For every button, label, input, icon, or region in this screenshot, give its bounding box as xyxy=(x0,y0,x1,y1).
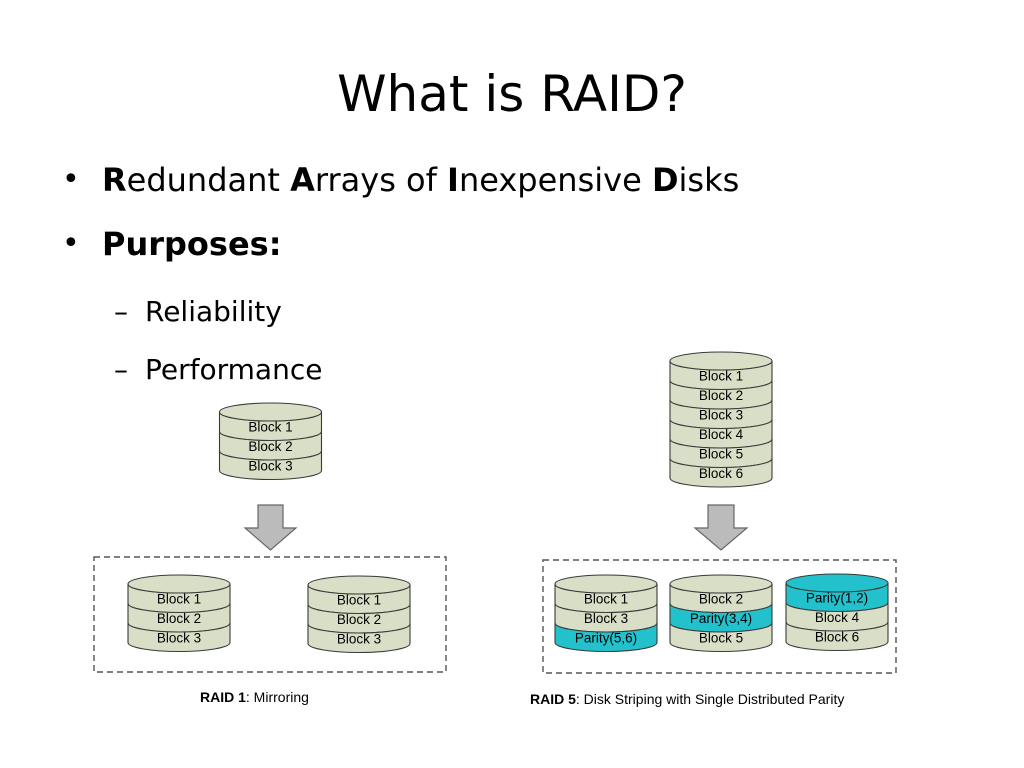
disk-block-label: Parity(1,2) xyxy=(806,590,868,605)
purposes-sublist: – Reliability – Performance xyxy=(60,294,322,410)
raid5-stripe-disk-1: Block 1 Block 3 Parity(5,6) xyxy=(554,574,658,653)
acronym-word-inexpensive: nexpensive xyxy=(458,161,652,199)
block-segment xyxy=(218,450,323,481)
bullet-list: • Redundant Arrays of Inexpensive Disks … xyxy=(60,160,739,278)
bullet-dot-icon: • xyxy=(62,226,80,261)
acronym-word-redundant: edundant xyxy=(126,161,291,199)
block-segment xyxy=(785,621,889,652)
purposes-heading: Purposes: xyxy=(102,225,282,263)
disk-block-label: Block 3 xyxy=(699,407,743,422)
disk-block-label: Block 1 xyxy=(157,591,201,606)
raid1-group-box xyxy=(93,556,447,673)
block-segment xyxy=(127,622,231,653)
disk-block-label: Block 6 xyxy=(699,466,743,481)
disk-block-label: Block 3 xyxy=(337,631,381,646)
disk-top-cap xyxy=(554,574,658,594)
raid5-source-disk: Block 1 Block 2 Block 3 Block 4 Block 5 Block… xyxy=(669,351,773,488)
disk-block-label: Block 2 xyxy=(699,388,743,403)
disk-top-cap xyxy=(218,402,323,422)
raid5-stripe-disk-3: Parity(1,2) Block 4 Block 6 xyxy=(785,573,889,652)
raid1-mirror-disk-1: Block 1 Block 2 Block 3 xyxy=(127,574,231,653)
bullet-raid-acronym: • Redundant Arrays of Inexpensive Disks xyxy=(60,160,739,200)
slide-title: What is RAID? xyxy=(337,65,687,123)
raid5-caption-rest: : Disk Striping with Single Distributed … xyxy=(576,691,844,707)
block-segment xyxy=(307,623,411,654)
disk-top-cap xyxy=(127,574,231,594)
disk-block-label: Block 1 xyxy=(337,592,381,607)
acronym-letter-a: A xyxy=(290,161,315,199)
disk-block-label: Block 1 xyxy=(699,368,743,383)
dash-icon: – xyxy=(114,295,128,328)
raid1-mirror-disk-2: Block 1 Block 2 Block 3 xyxy=(307,575,411,654)
raid1-source-disk: Block 1 Block 2 Block 3 xyxy=(218,402,323,481)
raid1-caption-rest: : Mirroring xyxy=(246,689,309,705)
raid5-down-arrow-icon xyxy=(693,504,749,551)
acronym-word-arrays: rrays of xyxy=(314,161,448,199)
raid1-down-arrow-icon xyxy=(243,504,298,551)
disk-block-label: Block 3 xyxy=(584,611,628,626)
disk-block-label: Parity(3,4) xyxy=(690,611,752,626)
disk-block-label: Block 4 xyxy=(815,610,860,625)
sub-bullet-label: Reliability xyxy=(145,295,282,328)
raid5-stripe-disk-2: Block 2 Parity(3,4) Block 5 xyxy=(669,574,773,653)
raid5-caption-bold: RAID 5 xyxy=(530,691,576,707)
bullet-purposes: • Purposes: xyxy=(60,224,739,264)
acronym-letter-d: D xyxy=(651,161,679,199)
disk-top-cap xyxy=(669,574,773,594)
sub-bullet-label: Performance xyxy=(145,353,323,386)
parity-segment xyxy=(554,622,658,653)
acronym-letter-i: I xyxy=(447,161,459,199)
disk-block-label: Block 2 xyxy=(699,591,743,606)
raid1-caption-bold: RAID 1 xyxy=(200,689,246,705)
acronym-word-disks: isks xyxy=(678,161,740,199)
raid1-caption: RAID 1: Mirroring xyxy=(200,689,309,705)
disk-block-label: Block 5 xyxy=(699,446,743,461)
disk-block-label: Block 6 xyxy=(815,629,859,644)
disk-block-label: Block 1 xyxy=(248,419,292,434)
bullet-dot-icon: • xyxy=(62,162,80,197)
disk-top-cap xyxy=(307,575,411,595)
disk-block-label: Block 3 xyxy=(248,458,292,473)
disk-block-label: Block 2 xyxy=(248,439,292,454)
disk-block-label: Block 5 xyxy=(699,630,743,645)
disk-block-label: Block 3 xyxy=(157,630,201,645)
block-segment xyxy=(669,622,773,653)
disk-top-cap xyxy=(785,573,889,593)
disk-block-label: Block 2 xyxy=(337,612,381,627)
block-segment xyxy=(669,458,773,488)
acronym-letter-r: R xyxy=(102,161,127,199)
sub-bullet-reliability: – Reliability xyxy=(60,294,322,330)
sub-bullet-performance: – Performance xyxy=(60,352,322,388)
raid5-group-box xyxy=(542,559,897,674)
disk-block-label: Parity(5,6) xyxy=(575,630,637,645)
raid5-caption: RAID 5: Disk Striping with Single Distri… xyxy=(530,691,844,707)
disk-block-label: Block 1 xyxy=(584,591,628,606)
disk-block-label: Block 2 xyxy=(157,611,201,626)
disk-block-label: Block 4 xyxy=(699,427,744,442)
disk-top-cap xyxy=(669,351,773,371)
dash-icon: – xyxy=(114,353,128,386)
